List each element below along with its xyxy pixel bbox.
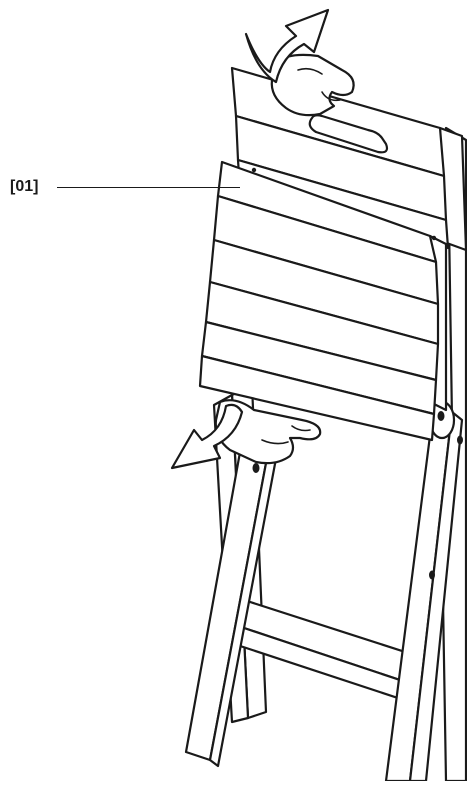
callout-leader-line <box>57 187 240 188</box>
curved-arrow-down-left-icon <box>170 403 244 470</box>
front-legs <box>184 400 464 783</box>
hand-top-icon <box>270 53 355 117</box>
callout-label-01: [01] <box>10 178 39 195</box>
seat-panel <box>198 160 448 442</box>
curved-arrow-up-right-icon <box>244 8 330 84</box>
